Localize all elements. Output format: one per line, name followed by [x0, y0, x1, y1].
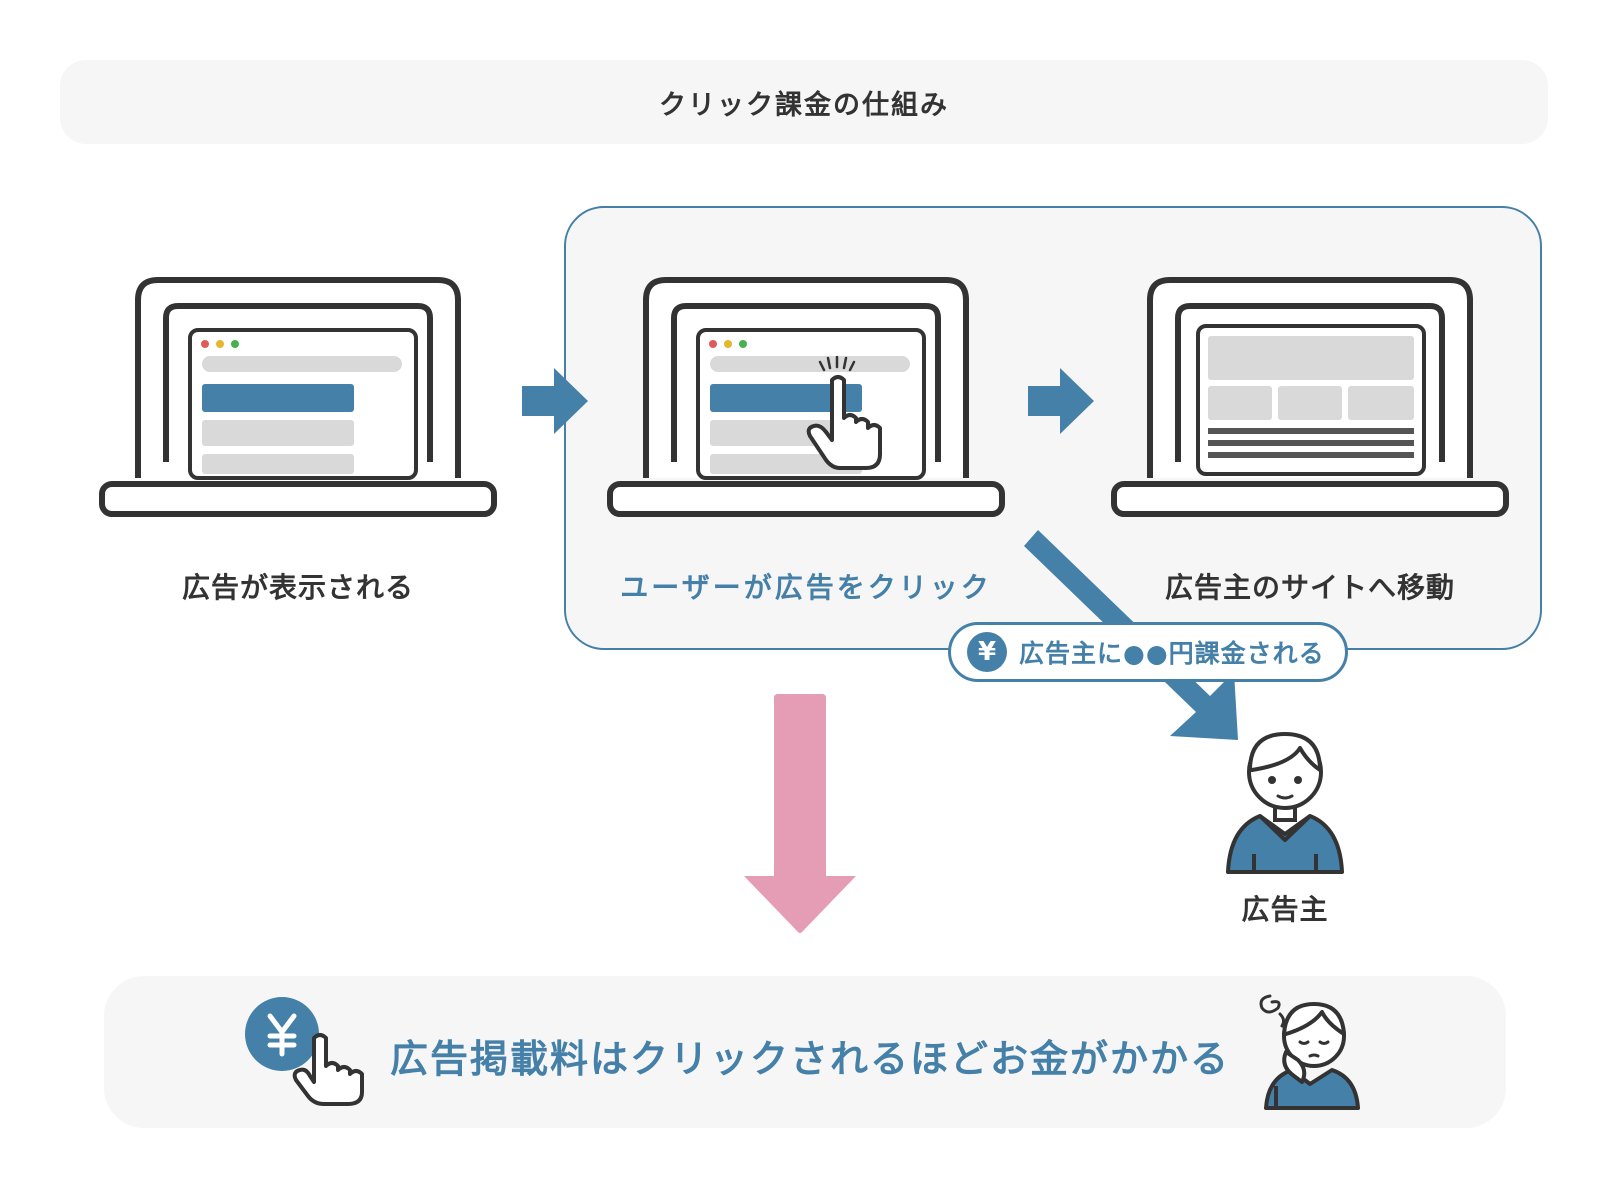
- laptop-user-click-icon: [607, 277, 1005, 517]
- summary-text: 広告掲載料はクリックされるほどお金がかかる: [390, 1037, 1231, 1081]
- charge-badge: ¥ 広告主に●●円課金される: [948, 622, 1348, 682]
- laptop-ad-displayed-icon: [99, 277, 497, 517]
- title-bar: クリック課金の仕組み: [60, 60, 1548, 144]
- worried-person-icon: [1259, 994, 1360, 1110]
- advertiser-person-icon: [1226, 732, 1344, 874]
- page-title: クリック課金の仕組み: [659, 89, 949, 121]
- advertiser-label: 広告主: [1241, 893, 1329, 926]
- charge-text: 広告主に●●円課金される: [1019, 639, 1325, 668]
- arrow-right-icon: [1028, 368, 1094, 434]
- step-label-advertiser-site: 広告主のサイトへ移動: [1164, 571, 1455, 604]
- yen-coin-icon: ¥: [967, 632, 1007, 672]
- arrow-right-icon: [522, 368, 588, 434]
- arrow-down-icon: [744, 694, 856, 933]
- yen-click-icon: [245, 997, 364, 1106]
- step-label-user-click: ユーザーが広告をクリック: [620, 571, 992, 604]
- laptop-advertiser-site-icon: [1111, 277, 1509, 517]
- step-label-ad-displayed: 広告が表示される: [181, 571, 414, 604]
